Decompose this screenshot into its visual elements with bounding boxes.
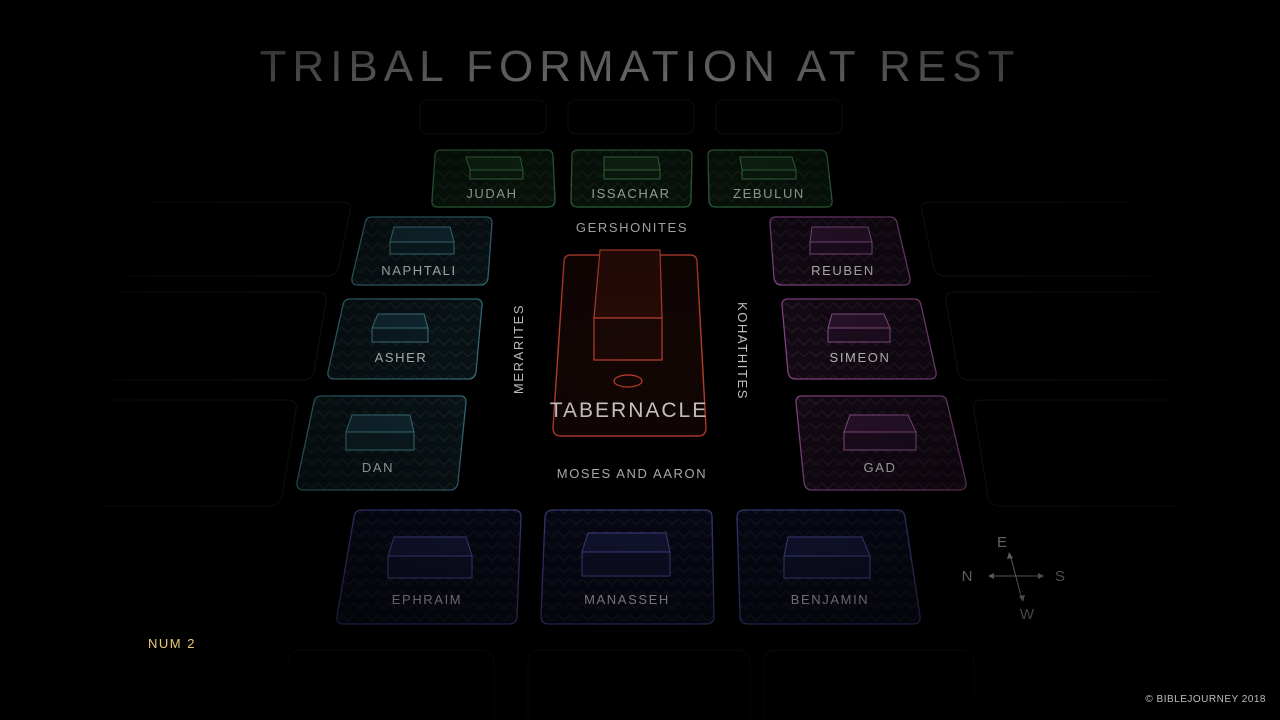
scripture-reference: NUM 2 <box>148 636 196 651</box>
tribe-simeon-label: SIMEON <box>830 350 891 365</box>
tribe-naphtali-label: NAPHTALI <box>381 263 456 278</box>
tribe-issachar: ISSACHAR <box>570 149 693 208</box>
tribe-dan-label: DAN <box>362 460 394 475</box>
tabernacle: TABERNACLE <box>550 249 708 437</box>
tribe-manasseh: MANASSEH <box>540 509 715 625</box>
tribe-issachar-label: ISSACHAR <box>591 186 670 201</box>
tribe-asher-label: ASHER <box>375 350 428 365</box>
tribe-dan: DAN <box>296 395 467 491</box>
levite-bottom-label: MOSES AND AARON <box>557 466 707 481</box>
compass-arrow-icon <box>1007 552 1013 559</box>
tribe-gad-label: GAD <box>864 460 897 475</box>
compass-north: N <box>962 568 973 585</box>
tribe-zebulun: ZEBULUN <box>707 149 833 208</box>
tribe-ephraim: EPHRAIM <box>336 509 522 625</box>
levite-right-label: KOHATHITES <box>735 302 750 400</box>
compass-west: W <box>1020 606 1035 623</box>
compass-east: E <box>997 534 1007 551</box>
tribe-judah-label: JUDAH <box>466 186 517 201</box>
tribe-gad: GAD <box>795 395 967 491</box>
tribe-ephraim-label: EPHRAIM <box>392 592 462 607</box>
compass: E N S W <box>962 534 1065 623</box>
tribe-benjamin-label: BENJAMIN <box>791 592 870 607</box>
tribe-judah: JUDAH <box>431 149 556 208</box>
tribe-reuben: REUBEN <box>769 216 911 286</box>
tribe-zebulun-label: ZEBULUN <box>733 186 805 201</box>
compass-arrow-icon <box>1019 595 1025 602</box>
tribe-asher: ASHER <box>327 298 483 380</box>
compass-arrow-icon <box>1038 573 1044 579</box>
compass-ew-axis <box>1009 553 1023 601</box>
tribe-benjamin: BENJAMIN <box>736 509 921 625</box>
compass-arrow-icon <box>988 573 994 579</box>
levite-top-label: GERSHONITES <box>576 220 688 235</box>
tribe-naphtali: NAPHTALI <box>351 216 493 286</box>
tribe-manasseh-label: MANASSEH <box>584 592 670 607</box>
compass-south: S <box>1055 568 1065 585</box>
tribe-simeon: SIMEON <box>781 298 937 380</box>
levite-left-label: MERARITES <box>511 304 526 394</box>
tabernacle-label: TABERNACLE <box>550 399 708 422</box>
copyright: © BIBLEJOURNEY 2018 <box>1145 694 1266 705</box>
tribe-reuben-label: REUBEN <box>811 263 875 278</box>
